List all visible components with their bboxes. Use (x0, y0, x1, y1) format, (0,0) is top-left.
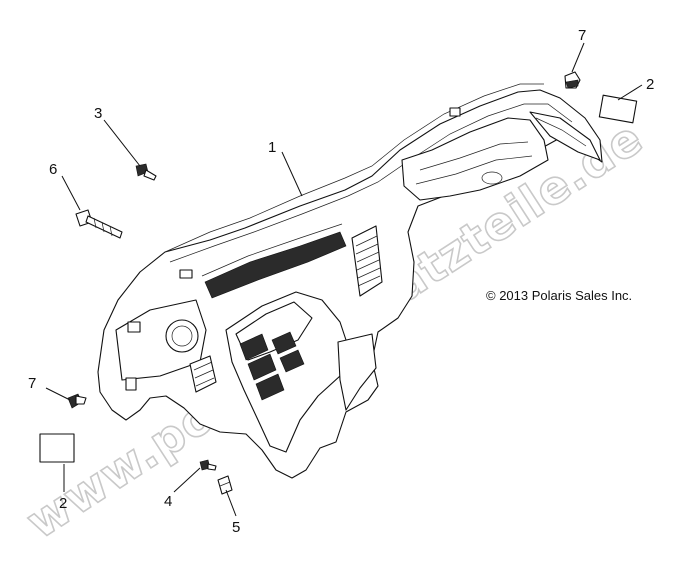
callout-3: 3 (94, 105, 102, 122)
fastener-7-top (564, 71, 581, 89)
bolt-6 (75, 209, 123, 239)
dashboard-panel-part (97, 83, 603, 479)
screw-3 (135, 163, 157, 181)
callout-4: 4 (164, 493, 172, 510)
callout-5: 5 (232, 519, 240, 536)
screw-4 (199, 459, 217, 471)
callout-7-left: 7 (28, 375, 36, 392)
callout-1: 1 (268, 139, 276, 156)
fastener-7-left (67, 393, 87, 409)
switch-bank (239, 331, 305, 401)
callout-2-left: 2 (59, 495, 67, 512)
callout-2-top: 2 (646, 76, 654, 93)
decal-2-top (598, 94, 638, 124)
callout-7-top: 7 (578, 27, 586, 44)
leader-lines (45, 42, 643, 517)
copyright-text: © 2013 Polaris Sales Inc. (486, 288, 632, 303)
right-vent-slats (355, 235, 381, 287)
decal-2-left (39, 433, 75, 463)
callout-6: 6 (49, 161, 57, 178)
clip-5 (217, 475, 233, 495)
